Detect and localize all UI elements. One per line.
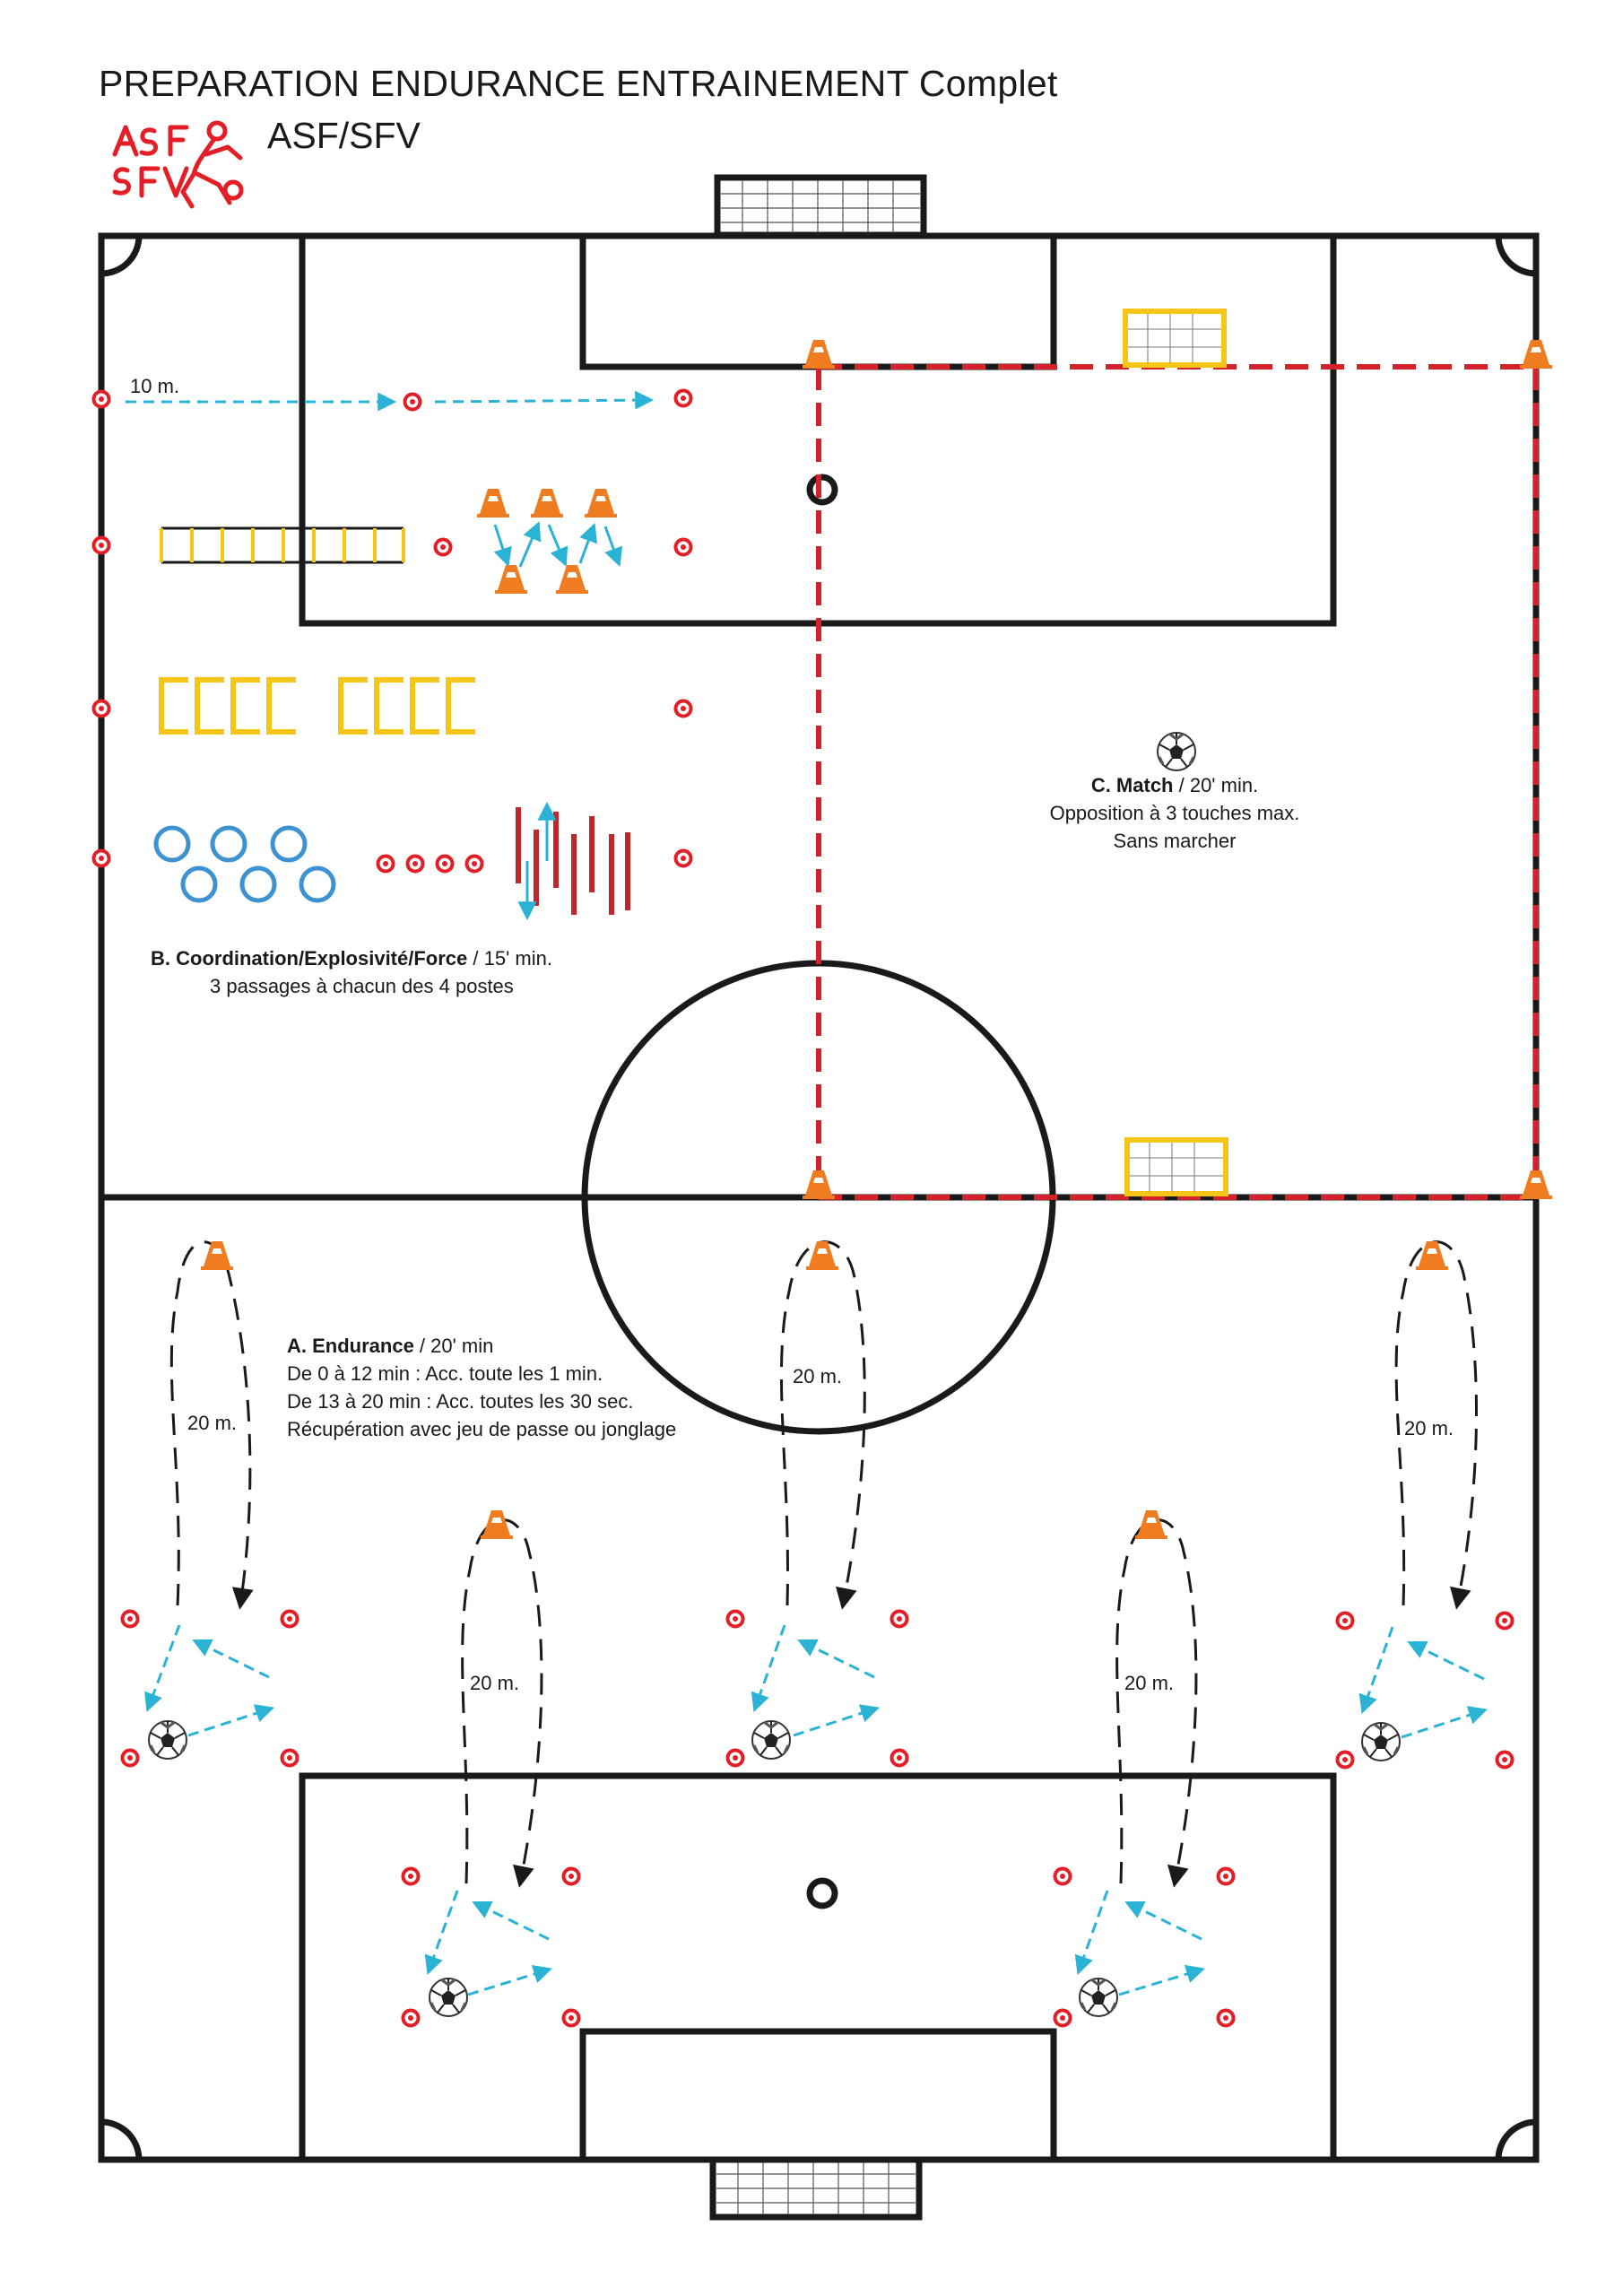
endurance-loop [169, 1240, 254, 1610]
section-b-duration: / 15' min. [467, 947, 552, 970]
endurance-loop [1115, 1518, 1198, 1888]
bottom-goal [709, 2156, 923, 2221]
passing-square [725, 1609, 909, 1768]
distance-label: 20 m. [1401, 1417, 1458, 1440]
section-a-heading: A. Endurance [287, 1335, 414, 1357]
section-c-label: C. Match / 20' min. Opposition à 3 touch… [1004, 771, 1345, 855]
endurance-loop [461, 1518, 543, 1888]
section-b-heading: B. Coordination/Explosivité/Force [151, 947, 468, 970]
page-subtitle: ASF/SFV [267, 115, 421, 156]
section-a-label: A. Endurance / 20' min De 0 à 12 min : A… [287, 1332, 753, 1443]
section-c-heading: C. Match [1090, 774, 1174, 796]
passing-square [1335, 1611, 1515, 1770]
section-a-duration: / 20' min [413, 1335, 494, 1357]
cone [481, 1510, 513, 1539]
distance-label: 20 m. [466, 1672, 524, 1695]
sprint-distance-label: 10 m. [130, 375, 180, 397]
section-b-label: B. Coordination/Explosivité/Force / 15' … [151, 944, 653, 1000]
page-title: PREPARATION ENDURANCE ENTRAINEMENT Compl… [99, 63, 1058, 104]
sprint-station [91, 388, 693, 412]
cone [806, 1241, 838, 1270]
distance-label: 20 m. [789, 1365, 846, 1388]
distance-label: 20 m. [184, 1412, 241, 1435]
section-c-line1: Opposition à 3 touches max. [1049, 802, 1300, 824]
hurdle-station [91, 677, 693, 735]
ladder-station [91, 489, 693, 594]
cone [1520, 340, 1552, 369]
cone [201, 1241, 233, 1270]
section-a-line1: De 0 à 12 min : Acc. toute les 1 min. [287, 1362, 603, 1385]
cone [1135, 1510, 1167, 1539]
rings-poles-station [91, 801, 693, 921]
endurance-loop [779, 1240, 866, 1610]
cone [1520, 1170, 1552, 1199]
section-c-duration: / 20' min. [1173, 774, 1259, 796]
cone [803, 340, 835, 369]
small-goal [1124, 1137, 1228, 1196]
match-ball [1156, 731, 1197, 772]
asf-sfv-logo [112, 120, 244, 209]
distance-label: 20 m. [1121, 1672, 1178, 1695]
cone [1416, 1241, 1448, 1270]
section-a-line2: De 13 à 20 min : Acc. toutes les 30 sec. [287, 1390, 634, 1413]
top-goal [714, 174, 927, 239]
section-b-detail: 3 passages à chacun des 4 postes [210, 975, 514, 997]
cone [803, 1170, 835, 1199]
passing-square [401, 1866, 581, 2028]
passing-square [120, 1609, 299, 1768]
passing-square [1053, 1866, 1236, 2028]
section-a-line3: Récupération avec jeu de passe ou jongla… [287, 1418, 677, 1440]
small-goal [1123, 309, 1227, 368]
section-c-line2: Sans marcher [1113, 830, 1237, 852]
